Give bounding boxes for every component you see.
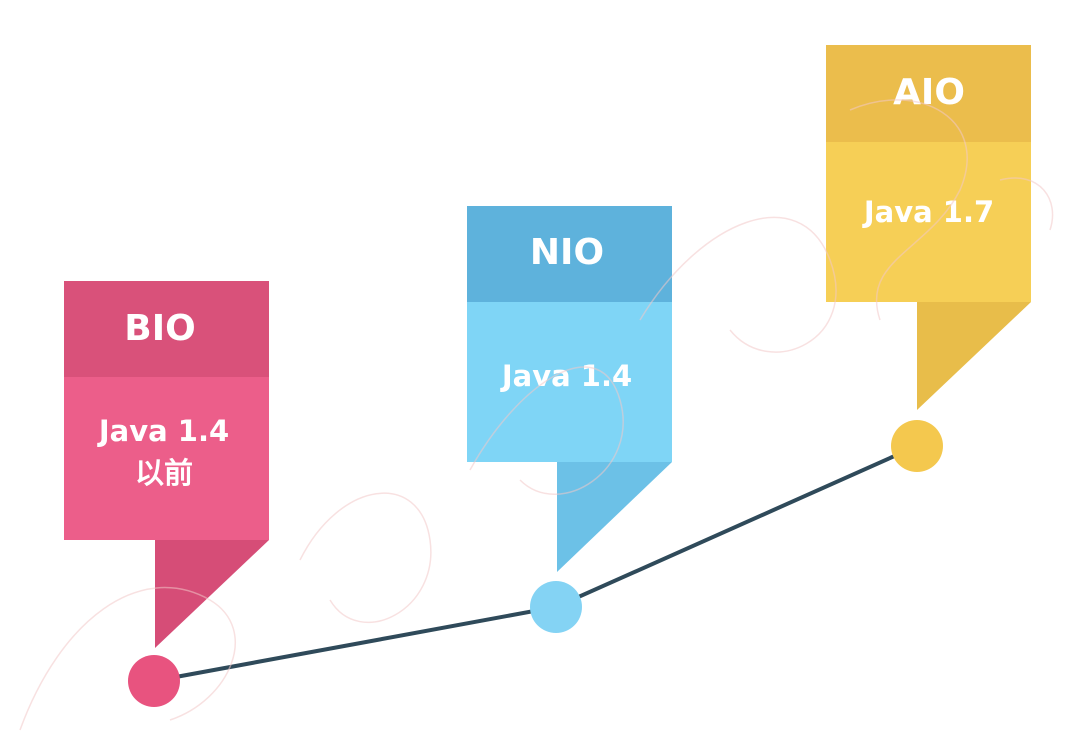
bio-flag-body <box>64 377 269 540</box>
stage-nio: NIO Java 1.4 <box>467 206 672 572</box>
nio-version: Java 1.4 <box>500 359 632 393</box>
aio-flag-tail <box>917 302 1031 410</box>
nio-flag-tail <box>557 462 672 572</box>
aio-timeline-dot <box>891 420 943 472</box>
nio-title: NIO <box>530 232 604 273</box>
bio-version-note: 以前 <box>135 456 193 490</box>
bio-flag-header <box>64 281 269 377</box>
stage-aio: AIO Java 1.7 <box>826 45 1031 410</box>
nio-timeline-dot <box>530 581 582 633</box>
aio-version: Java 1.7 <box>862 195 994 229</box>
bio-flag-tail <box>155 540 269 648</box>
bio-timeline-dot <box>128 655 180 707</box>
stage-bio: BIO Java 1.4 以前 <box>64 281 269 648</box>
bio-title: BIO <box>124 308 195 349</box>
bio-version: Java 1.4 <box>97 414 229 448</box>
aio-title: AIO <box>893 72 965 113</box>
nio-flag-header <box>467 206 672 302</box>
